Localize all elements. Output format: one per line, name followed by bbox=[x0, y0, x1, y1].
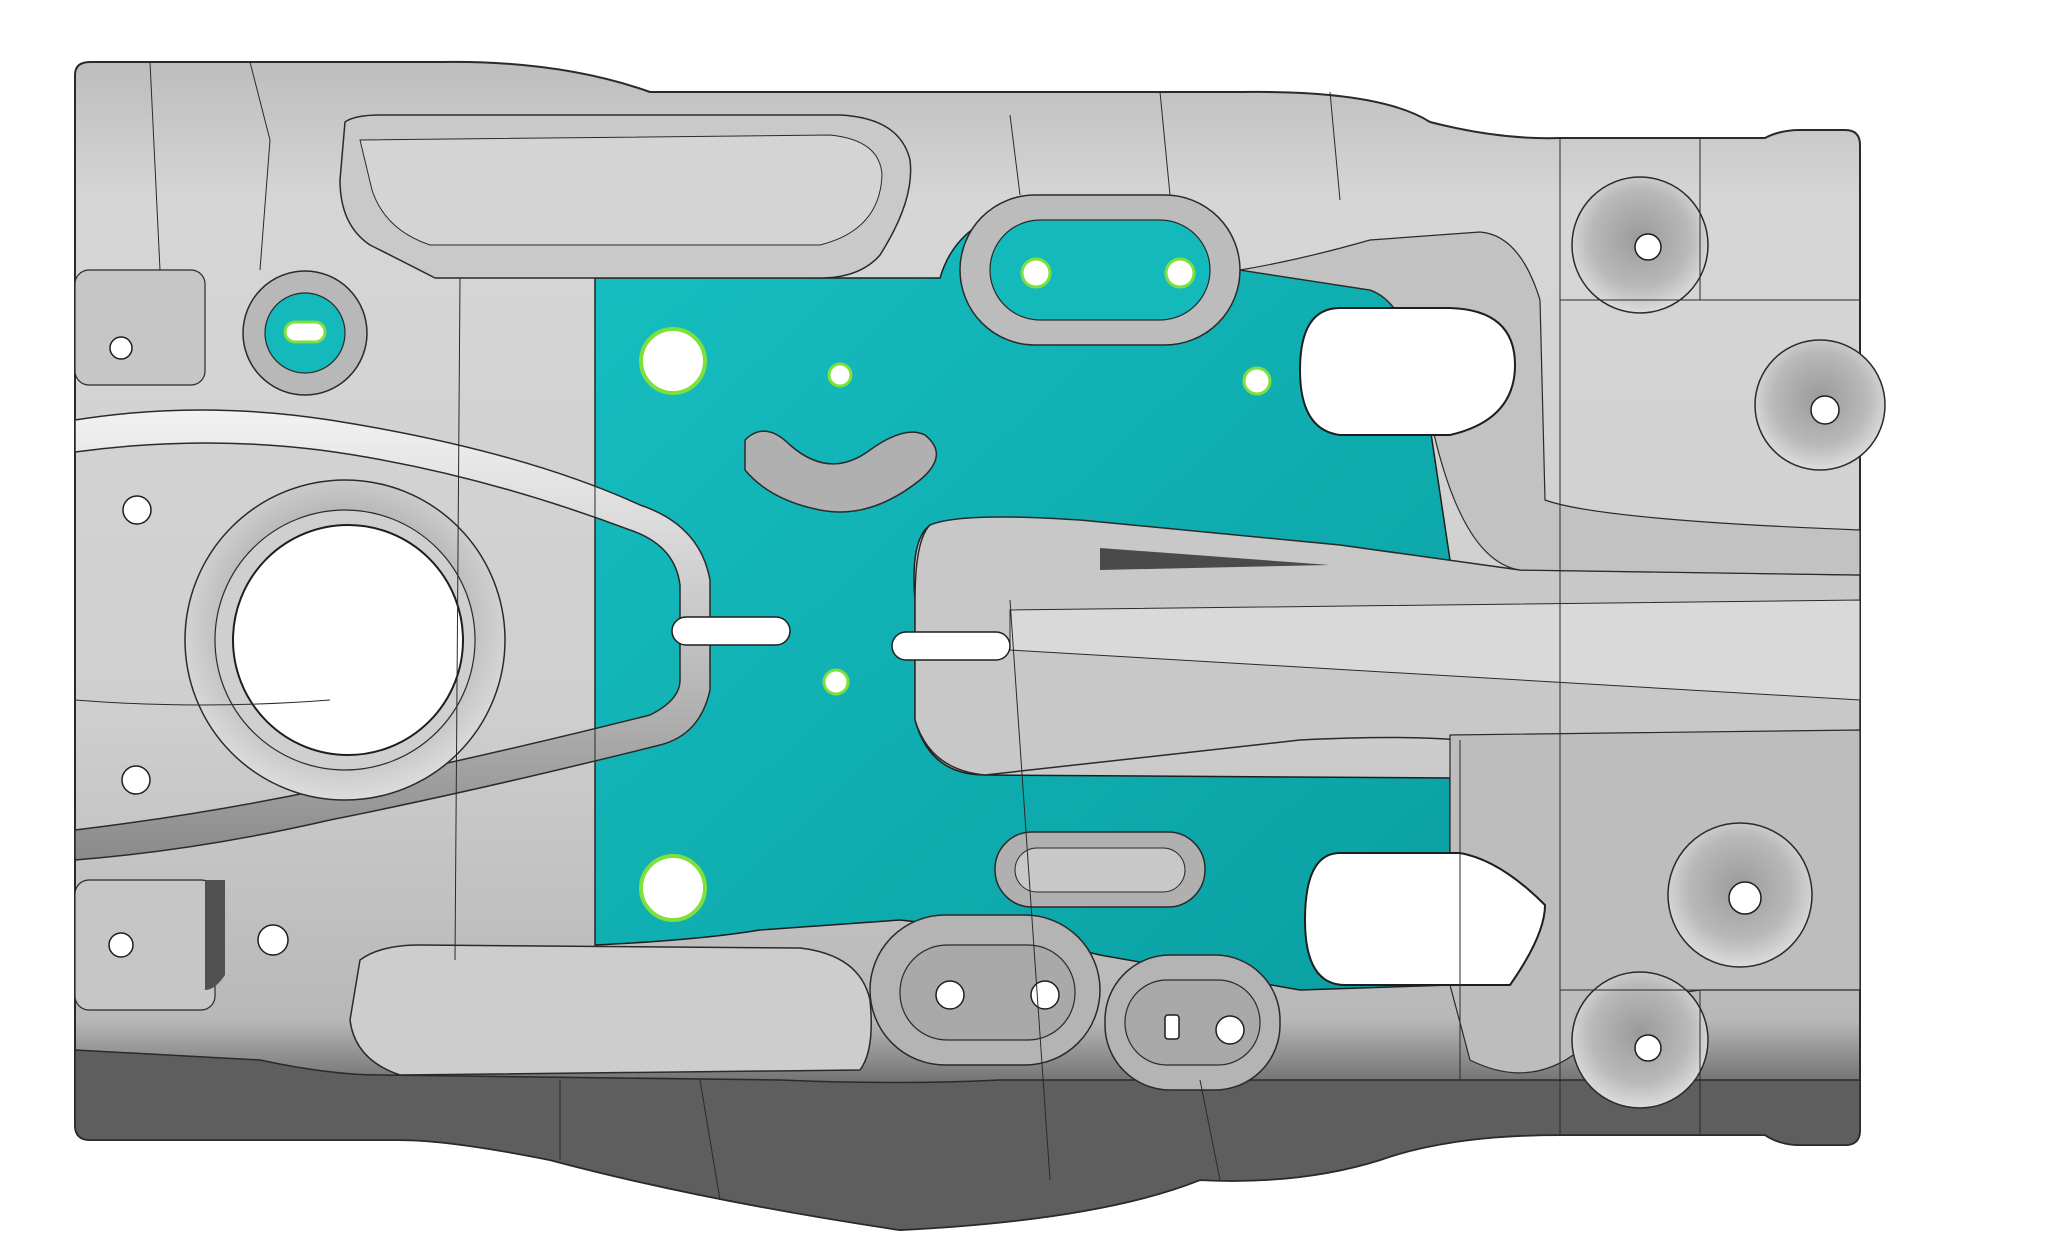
lower-cutout bbox=[1303, 852, 1547, 986]
left-top-pad bbox=[74, 269, 206, 386]
hole-lower-pad-3 bbox=[1215, 1015, 1245, 1045]
hole-obround-right bbox=[1164, 257, 1196, 289]
surface-edges bbox=[74, 61, 1860, 1201]
hole-left-4 bbox=[108, 932, 134, 958]
slot-right bbox=[891, 631, 1011, 661]
boss-slot bbox=[283, 320, 327, 344]
left-rib-upper bbox=[74, 409, 711, 861]
left-bottom-pad bbox=[74, 879, 216, 1011]
upper-cutout bbox=[1298, 307, 1517, 436]
hole-teal-large-top bbox=[639, 327, 707, 395]
right-channel-floor bbox=[1009, 599, 1861, 701]
hole-left-1 bbox=[109, 336, 133, 360]
hole-teal-small-2 bbox=[1242, 366, 1272, 396]
upper-rib-inner bbox=[359, 134, 883, 246]
dark-crosshatch-left bbox=[205, 880, 225, 990]
part-lower-flange bbox=[74, 1049, 1861, 1231]
small-slot-pad-2 bbox=[1164, 1014, 1180, 1040]
hole-lower-pad-2 bbox=[1030, 980, 1060, 1010]
lower-slot-emboss-inner bbox=[1014, 847, 1186, 893]
hole-left-2 bbox=[122, 495, 152, 525]
hole-left-5 bbox=[257, 924, 289, 956]
hole-teal-small-1 bbox=[827, 362, 853, 388]
hole-right-mid-lower bbox=[1728, 881, 1762, 915]
dark-crosshatch-upper bbox=[1100, 548, 1330, 570]
lower-obround-face-1 bbox=[899, 944, 1076, 1041]
hole-lower-pad-1 bbox=[935, 980, 965, 1010]
lower-rib bbox=[349, 944, 872, 1076]
hole-right-bottom-boss bbox=[1634, 1034, 1662, 1062]
hole-right-top-boss bbox=[1634, 233, 1662, 261]
hole-teal-small-3 bbox=[822, 668, 850, 696]
large-hole bbox=[232, 524, 464, 756]
hole-obround-left bbox=[1020, 257, 1052, 289]
crescent-emboss bbox=[744, 430, 937, 513]
hole-left-3 bbox=[121, 765, 151, 795]
hole-teal-large-bottom bbox=[639, 854, 707, 922]
upper-obround-face bbox=[989, 219, 1211, 321]
hole-right-mid-upper bbox=[1810, 395, 1840, 425]
slot-left bbox=[671, 616, 791, 646]
